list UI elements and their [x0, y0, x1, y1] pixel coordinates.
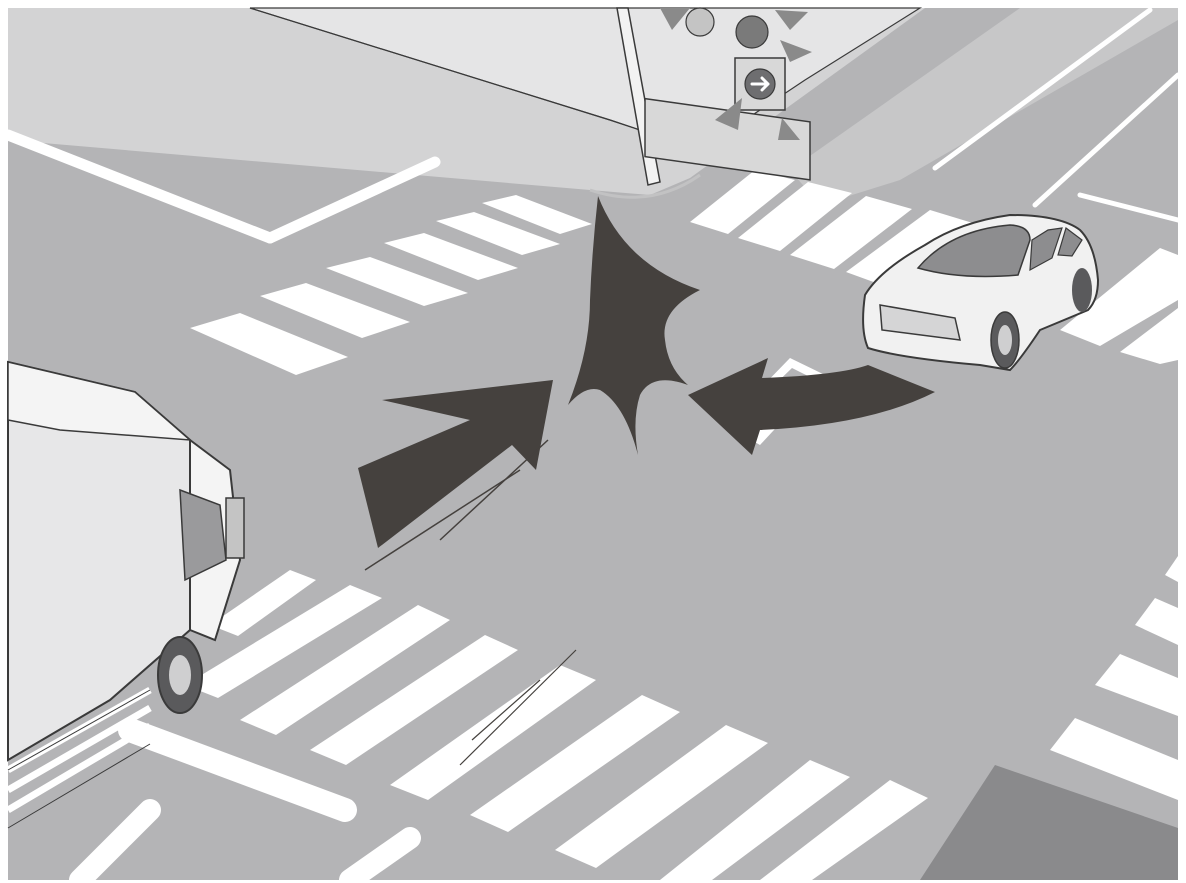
scene-canvas — [0, 0, 1186, 883]
intersection-collision-illustration — [0, 0, 1186, 883]
